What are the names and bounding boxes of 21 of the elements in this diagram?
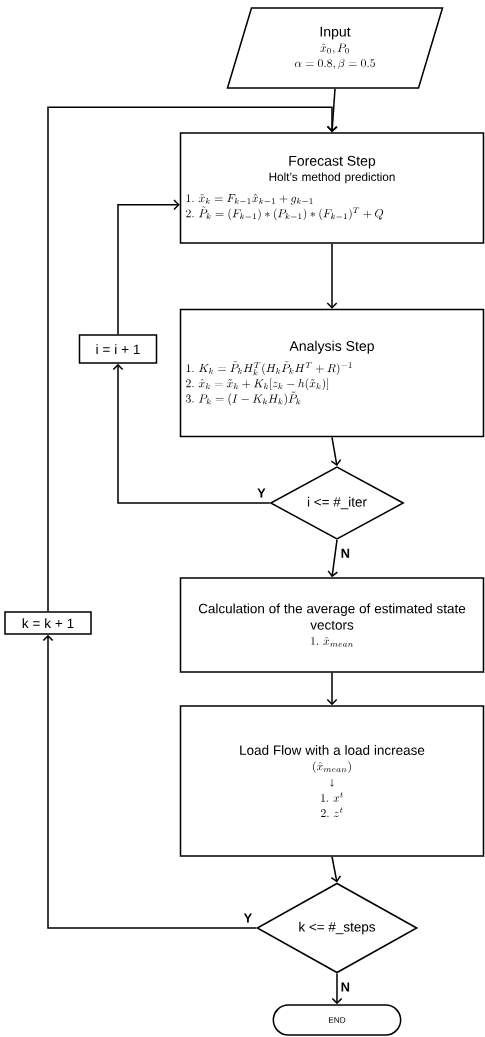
arrow <box>330 436 342 467</box>
arrow <box>327 539 339 578</box>
process-box: Calculation of the average of estimated state vectors $1.\ \hat{x}_{mean}$ <box>179 577 485 673</box>
process-box: Analysis Step $1.\ K_k = \tilde{P}_k H_k^T (H_k \tilde{P}_k H^T + R)^{-1}$ $2.\ \hat{x}_k = \tilde{x}_k + K_k[z_k - h(\tilde{x}_k)]$ $3.\ P_k = (I - K_k H_k)\tilde{P}_k$ <box>179 308 485 438</box>
input-parallelogram: Input $\hat{x}_0, P_0$ $\alpha = 0.8, \beta = 0.5$ <box>226 7 444 89</box>
edge-label: N <box>339 981 352 993</box>
arrow <box>331 972 343 1005</box>
process-box: Forecast Step Holt’s method prediction $1.\ \tilde{x}_k = F_{k-1}\hat{x}_{k-1} + g_{k-1}$ $2.\ \tilde{P}_k = (F_{k-1}) * (P_{k-1}) * (F_{k-1})^T + Q$ <box>179 132 485 244</box>
arrow <box>326 672 338 706</box>
counter-box: k = k + 1 <box>4 611 92 635</box>
arrow <box>330 856 342 883</box>
arrow <box>117 199 180 335</box>
arrow <box>47 106 338 612</box>
edge-label: Y <box>255 487 267 499</box>
arrow <box>326 243 338 309</box>
edge-label: N <box>339 547 352 559</box>
arrow <box>42 634 257 929</box>
arrow <box>112 363 271 504</box>
edge-label: Y <box>242 912 254 924</box>
counter-box: i = i + 1 <box>78 334 158 364</box>
process-box: Load Flow with a load increase $(\hat{x}_{mean})$ ↓ $1.\ x^t$ $2.\ z^t$ <box>179 705 485 857</box>
